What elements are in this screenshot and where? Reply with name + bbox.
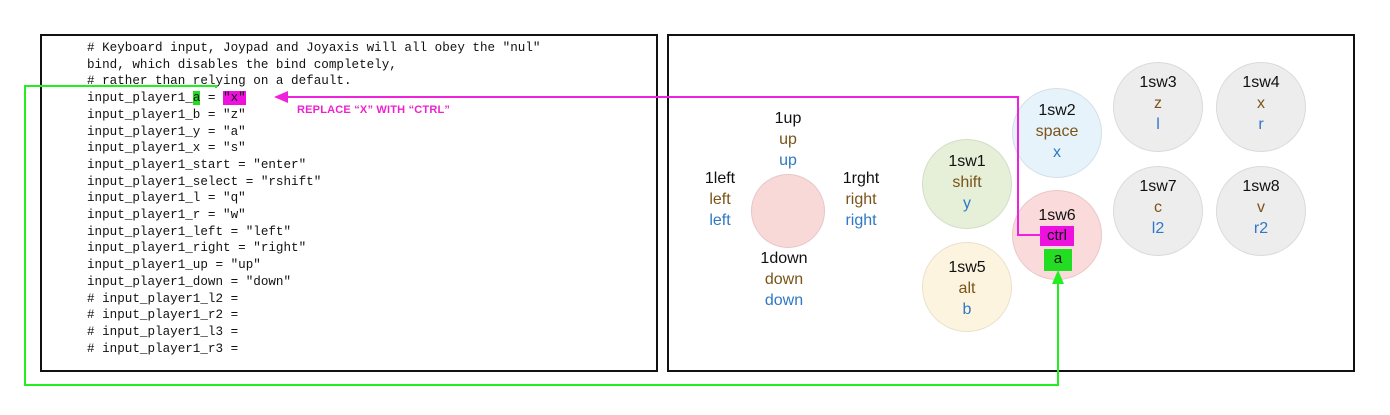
dpad-up-name: 1up (774, 110, 802, 127)
button-sw5: 1sw5 alt b (922, 242, 1012, 332)
sw8-key: v (1257, 199, 1265, 216)
code-line-5: input_player1_b = "z" (87, 107, 246, 122)
button-sw3: 1sw3 z l (1113, 62, 1203, 152)
code-line-11: input_player1_r = "w" (87, 208, 246, 222)
code-line-6: input_player1_y = "a" (87, 124, 246, 139)
button-sw8: 1sw8 v r2 (1216, 166, 1306, 256)
highlight-value-x: "x" (223, 91, 246, 106)
code-line-8: input_player1_start = "enter" (87, 157, 307, 172)
dpad-left-key: left (709, 191, 731, 208)
code-line-19: # input_player1_r3 = (87, 341, 239, 356)
sw5-key: alt (958, 280, 976, 297)
code-line-7: input_player1_x = "s" (87, 141, 246, 156)
code-line-2: bind, which disables the bind completely… (87, 57, 397, 72)
sw4-pad: r (1258, 116, 1264, 133)
sw7-key: c (1154, 199, 1162, 216)
button-sw7: 1sw7 c l2 (1113, 166, 1203, 256)
sw3-key: z (1154, 95, 1162, 112)
code-line-1: # Keyboard input, Joypad and Joyaxis wil… (87, 41, 541, 55)
sw8-pad: r2 (1253, 220, 1269, 237)
sw5-name: 1sw5 (948, 259, 986, 276)
code-line-18: # input_player1_l3 = (87, 324, 239, 339)
sw6-pad-chip: a (1044, 249, 1072, 271)
sw7-pad: l2 (1151, 220, 1165, 237)
dpad-down-key: down (764, 271, 804, 288)
sw8-name: 1sw8 (1242, 178, 1280, 195)
code-line-10: input_player1_l = "q" (87, 191, 246, 206)
code-line-14: input_player1_up = "up" (87, 258, 261, 273)
config-code-panel: # Keyboard input, Joypad and Joyaxis wil… (40, 34, 658, 372)
sw3-pad: l (1156, 116, 1160, 133)
sw4-key: x (1257, 95, 1265, 112)
dpad-right-pad: right (845, 212, 877, 229)
code-line-a-binding: input_player1_a = "x" (87, 90, 246, 107)
sw1-key: shift (952, 174, 982, 191)
button-sw2: 1sw2 space x (1012, 88, 1102, 178)
sw5-pad: b (962, 301, 972, 318)
sw7-name: 1sw7 (1139, 178, 1177, 195)
dpad-down-pad: down (764, 292, 804, 309)
code-line-13: input_player1_right = "right" (87, 241, 307, 256)
dpad-right-name: 1rght (842, 170, 880, 187)
sw3-name: 1sw3 (1139, 74, 1177, 91)
dpad-down-name: 1down (760, 250, 808, 267)
code-line-17: # input_player1_r2 = (87, 308, 239, 323)
code-line-16: # input_player1_l2 = (87, 291, 239, 306)
dpad-left-name: 1left (704, 170, 736, 187)
code-line-15: input_player1_down = "down" (87, 274, 292, 289)
code-equals: = (200, 91, 224, 106)
code-prefix: input_player1_ (87, 91, 193, 106)
dpad-left-pad: left (709, 212, 731, 229)
code-line-3: # rather than relying on a default. (87, 74, 352, 89)
button-sw4: 1sw4 x r (1216, 62, 1306, 152)
sw2-pad: x (1053, 144, 1061, 161)
dpad-right-key: right (845, 191, 877, 208)
dpad-up-key: up (779, 131, 797, 148)
sw4-name: 1sw4 (1242, 74, 1280, 91)
code-line-9: input_player1_select = "rshift" (87, 174, 322, 189)
replace-callout: REPLACE “X” WITH “CTRL” (297, 104, 451, 116)
sw6-key-chip: ctrl (1040, 226, 1074, 246)
code-line-12: input_player1_left = "left" (87, 224, 292, 239)
